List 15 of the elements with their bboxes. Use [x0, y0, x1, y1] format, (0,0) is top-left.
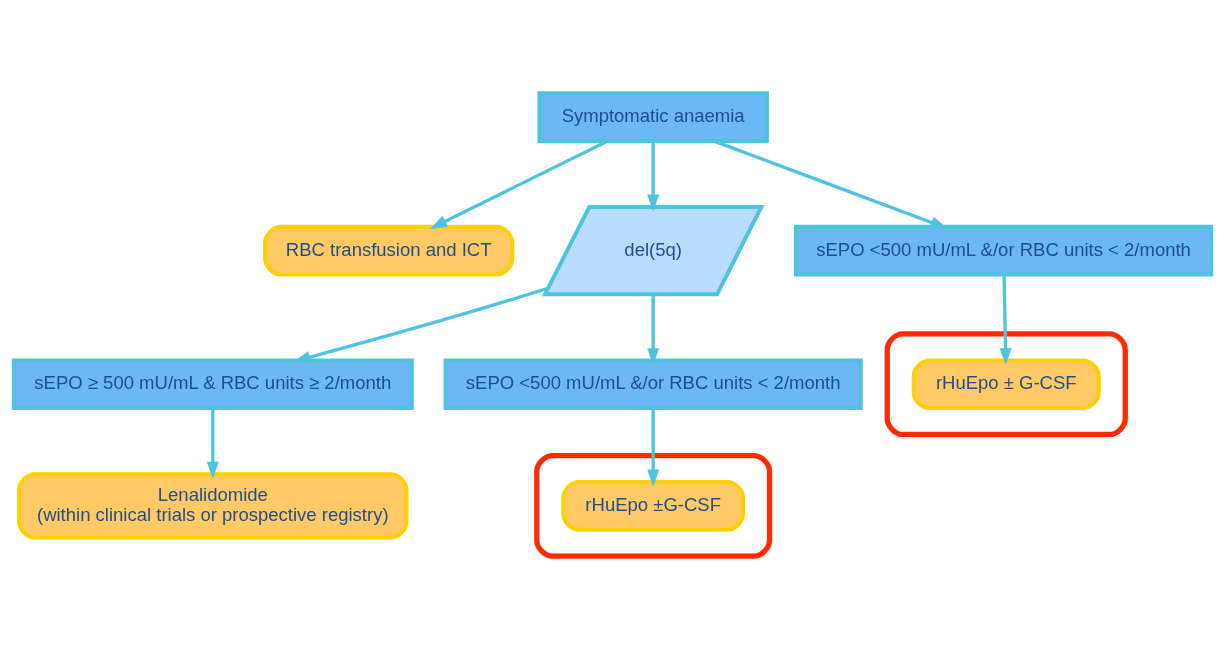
node-box: sEPO ≥ 500 mU/mL & RBC units ≥ 2/month [11, 357, 414, 410]
node-box: rHuEpo ±G-CSF [561, 479, 746, 532]
node-box: Symptomatic anaemia [537, 90, 769, 143]
node-box: sEPO <500 mU/mL &/or RBC units < 2/month [443, 357, 863, 410]
node-box: rHuEpo ± G-CSF [911, 357, 1101, 410]
cluster [884, 330, 1128, 437]
node-box: sEPO <500 mU/mL &/or RBC units < 2/month [794, 224, 1214, 276]
arrow [647, 408, 660, 487]
arrow [999, 274, 1012, 365]
node-box: RBC transfusion and ICT [263, 224, 515, 276]
cluster [534, 452, 773, 559]
node-box: Lenalidomide (within clinical trials or prospective registry) [17, 471, 409, 540]
arrow [647, 294, 660, 365]
arrow [647, 140, 660, 212]
arrow [206, 408, 219, 479]
